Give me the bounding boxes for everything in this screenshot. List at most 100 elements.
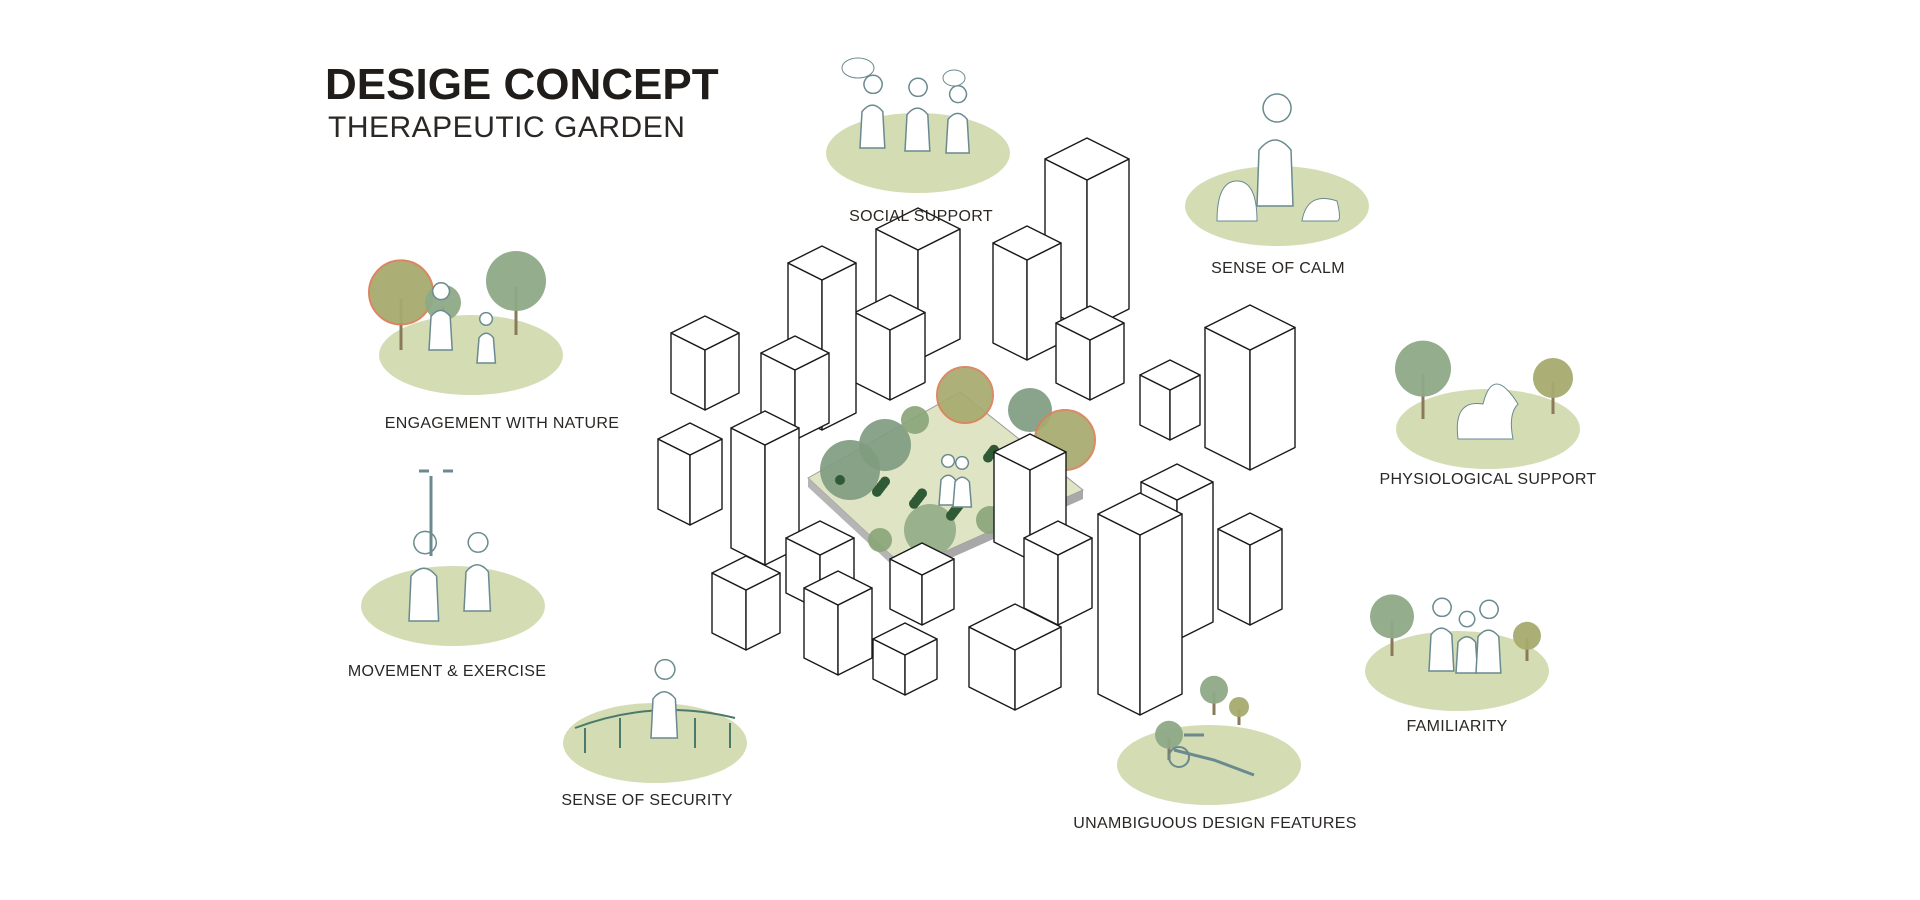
building-block <box>992 225 1062 361</box>
speech-bubble-icon <box>841 57 875 79</box>
building-roof <box>872 622 938 656</box>
building-block <box>1055 305 1125 401</box>
person-figure <box>463 531 492 612</box>
tree-crown <box>1370 594 1414 639</box>
seated-figure <box>1216 180 1258 222</box>
tree-crown <box>1229 697 1249 717</box>
wheel-icon <box>1168 746 1190 768</box>
building-roof <box>1097 492 1183 536</box>
family-walking-icon <box>1365 594 1549 711</box>
exercise-figures-icon <box>361 469 545 646</box>
label-physiological-support: PHYSIOLOGICAL SUPPORT <box>1379 471 1597 488</box>
person-figure <box>952 455 973 508</box>
garden-shrub <box>835 475 845 485</box>
person-figure <box>945 85 970 154</box>
building-block <box>1217 512 1283 626</box>
building-block <box>657 422 723 526</box>
label-engagement-with-nature: ENGAGEMENT WITH NATURE <box>384 415 620 432</box>
building-left-face <box>1204 326 1251 471</box>
label-social-support: SOCIAL SUPPORT <box>849 208 993 225</box>
building-right-face <box>1249 326 1296 471</box>
wheelbarrow-icon <box>1117 675 1301 805</box>
label-movement-exercise: MOVEMENT & EXERCISE <box>347 663 547 680</box>
building-right-face <box>1139 513 1183 716</box>
tree-crown <box>1533 358 1573 398</box>
building-block <box>1204 304 1296 471</box>
garden-tree <box>868 528 892 552</box>
garden-edge <box>808 478 906 578</box>
building-left-face <box>1097 513 1141 716</box>
building-roof <box>875 207 961 251</box>
tree-crown <box>486 251 546 311</box>
lawn-ellipse <box>361 566 545 646</box>
building-roof <box>968 603 1062 651</box>
garden-tree <box>904 504 956 556</box>
tree-crown <box>368 259 434 326</box>
lawn-ellipse <box>563 703 747 783</box>
building-roof <box>1204 304 1296 351</box>
building-roof <box>803 570 873 606</box>
building-left-face <box>730 427 766 566</box>
seated-figure <box>1301 198 1340 222</box>
building-block <box>803 570 873 676</box>
label-unambiguous-design-features: UNAMBIGUOUS DESIGN FEATURES <box>1073 815 1357 832</box>
tree-crown <box>1200 675 1228 704</box>
building-roof <box>889 542 955 576</box>
label-sense-of-security: SENSE OF SECURITY <box>561 792 733 809</box>
pullup-bar-icon <box>419 469 453 556</box>
person-figure <box>1256 93 1294 207</box>
tree-crown <box>1395 340 1451 397</box>
seated-figures-icon <box>1395 340 1580 469</box>
garden-tree <box>901 406 929 434</box>
building-roof <box>1055 305 1125 341</box>
person-figure <box>428 282 453 351</box>
person-figure <box>859 74 886 149</box>
seated-figures <box>1456 383 1519 440</box>
lawn-ellipse <box>379 315 563 395</box>
building-roof <box>760 335 830 371</box>
person-figure <box>476 311 497 364</box>
building-roof <box>1023 520 1093 556</box>
building-roof <box>670 315 740 351</box>
building-roof <box>1217 512 1283 546</box>
label-familiarity: FAMILIARITY <box>1406 718 1508 735</box>
person-figure <box>938 453 959 506</box>
garden-tree <box>936 366 994 424</box>
building-block <box>730 410 800 566</box>
page-title: DESIGE CONCEPT <box>325 60 719 109</box>
speech-bubble-icon <box>942 69 966 87</box>
building-roof <box>1140 463 1214 501</box>
handrail-figure-icon <box>563 658 747 783</box>
building-roof <box>787 245 857 281</box>
building-block <box>872 622 938 696</box>
isometric-city <box>657 137 1296 716</box>
garden-shrub <box>880 476 890 487</box>
page-subtitle: THERAPEUTIC GARDEN <box>328 111 686 144</box>
person-figure <box>408 530 440 622</box>
person-figure <box>650 658 679 739</box>
building-left-face <box>1217 528 1251 626</box>
building-roof <box>993 433 1067 471</box>
building-roof <box>992 225 1062 261</box>
label-sense-of-calm: SENSE OF CALM <box>1211 260 1345 277</box>
building-block <box>968 603 1062 711</box>
lawn-ellipse <box>1117 725 1301 805</box>
building-roof <box>657 422 723 456</box>
trees-and-people-icon <box>368 251 563 395</box>
building-right-face <box>1249 528 1283 626</box>
building-block <box>711 555 781 651</box>
building-block <box>670 315 740 411</box>
person-figure <box>904 77 931 152</box>
building-roof <box>1139 359 1201 391</box>
building-block <box>1097 492 1183 716</box>
person-figure <box>1455 610 1479 674</box>
building-block <box>854 294 926 401</box>
tree-crown <box>1155 720 1183 749</box>
people-talking-icon <box>826 57 1010 193</box>
building-block <box>1139 359 1201 441</box>
meditating-figures-icon <box>1185 93 1369 246</box>
building-roof <box>711 555 781 591</box>
building-roof <box>1044 137 1130 181</box>
garden-shrub <box>917 488 927 499</box>
